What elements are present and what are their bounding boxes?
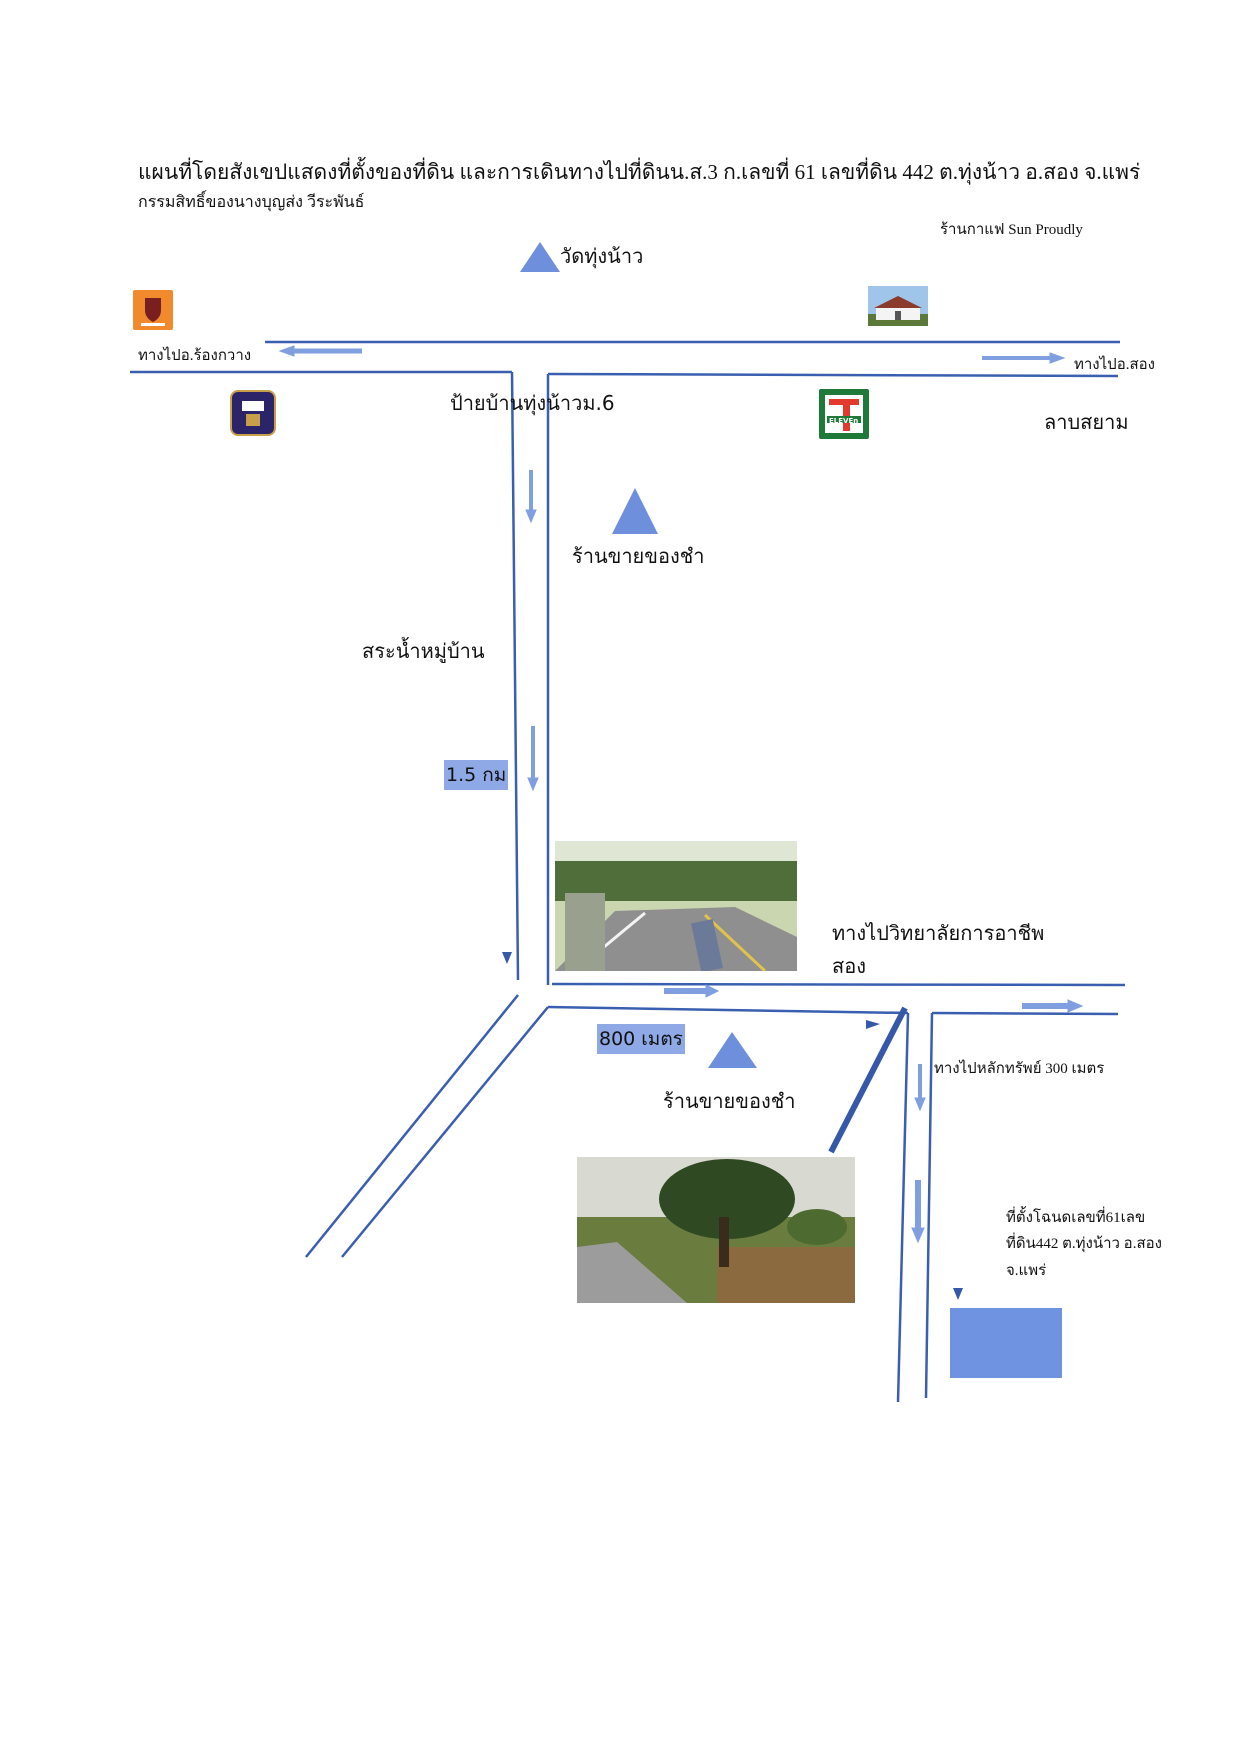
college-road-north-edge: [551, 982, 1126, 987]
label-village-sign: ป้ายบ้านทุ่งน้าวม.6: [450, 391, 615, 415]
small-marker-down-2: [953, 1288, 963, 1300]
label-distance-2: 800 เมตร: [597, 1024, 685, 1054]
label-to-landmark: ทางไปหลักทรัพย์ 300 เมตร: [934, 1061, 1105, 1077]
hospital-logo: [230, 390, 276, 436]
label-to-song: ทางไปอ.สอง: [1074, 357, 1155, 373]
college-road-south-edge: [547, 1005, 909, 1015]
label-shop-1: ร้านขายของชำ: [572, 544, 705, 568]
hospital-emblem-icon: [242, 401, 264, 426]
police-logo: [133, 290, 173, 330]
label-shop-2: ร้านขายของชำ: [663, 1089, 796, 1113]
small-marker-right: [866, 1020, 880, 1029]
road-scene-icon: [555, 841, 797, 971]
arrow-down-2-head: [527, 777, 539, 792]
southwest-road-edge-1: [305, 994, 519, 1258]
small-marker-down-1: [502, 952, 512, 964]
label-distance-1: 1.5 กม: [444, 760, 509, 790]
label-lab-siam: ลาบสยาม: [1044, 410, 1129, 434]
label-village-pond: สระน้ำหมู่บ้าน: [362, 639, 485, 663]
label-plot-line-3: จ.แพร่: [1006, 1263, 1047, 1279]
cafe-building-icon: [868, 296, 928, 326]
seven-eleven-wordmark: ELEVEn: [829, 417, 859, 425]
street-photo-1: [555, 841, 797, 971]
rural-road-scene-icon: [577, 1157, 855, 1303]
arrow-down-4-head: [911, 1227, 925, 1244]
label-college-line-1: ทางไปวิทยาลัยการอาชีพ: [832, 921, 1045, 945]
seven-eleven-icon: [825, 395, 863, 433]
seven-eleven-logo: ELEVEn: [819, 389, 869, 439]
arrow-down-1-head: [525, 509, 537, 524]
arrow-east-mid-head: [705, 984, 720, 998]
label-temple: วัดทุ่งน้าว: [560, 244, 644, 268]
arrow-east-right-head: [1067, 999, 1084, 1013]
label-cafe: ร้านกาแฟ Sun Proudly: [940, 222, 1083, 238]
label-to-rong-kwang: ทางไปอ.ร้องกวาง: [138, 348, 252, 364]
arrow-east-top-head: [1049, 352, 1066, 364]
arrow-west-head: [278, 345, 295, 357]
shop-marker-2: [708, 1032, 757, 1068]
southwest-road-edge-2: [341, 1006, 549, 1258]
plot-road-west-edge: [896, 1012, 910, 1403]
street-photo-2: [577, 1157, 855, 1303]
map-subtitle: กรรมสิทธิ์ของนางบุญส่ง วีระพันธ์: [138, 194, 365, 211]
police-badge-icon: [141, 298, 165, 326]
label-plot-line-1: ที่ตั้งโฉนดเลขที่61เลข: [1006, 1210, 1146, 1226]
temple-marker: [520, 242, 560, 272]
land-plot: [950, 1308, 1062, 1378]
map-title: แผนที่โดยสังเขปแสดงที่ตั้งของที่ดิน และก…: [138, 160, 1141, 184]
plot-road-east-edge: [924, 1012, 934, 1399]
main-road-south-edge-east: [547, 372, 1119, 378]
college-road-south-edge-east: [931, 1011, 1119, 1016]
label-college-line-2: สอง: [832, 954, 866, 978]
photo-pointer-line: [828, 1006, 908, 1154]
label-plot-line-2: ที่ดิน442 ต.ทุ่งน้าว อ.สอง: [1006, 1236, 1162, 1252]
cafe-photo: [868, 286, 928, 326]
arrow-down-3-head: [914, 1097, 926, 1112]
village-road-west-edge: [510, 371, 520, 981]
shop-marker-1: [612, 488, 658, 534]
